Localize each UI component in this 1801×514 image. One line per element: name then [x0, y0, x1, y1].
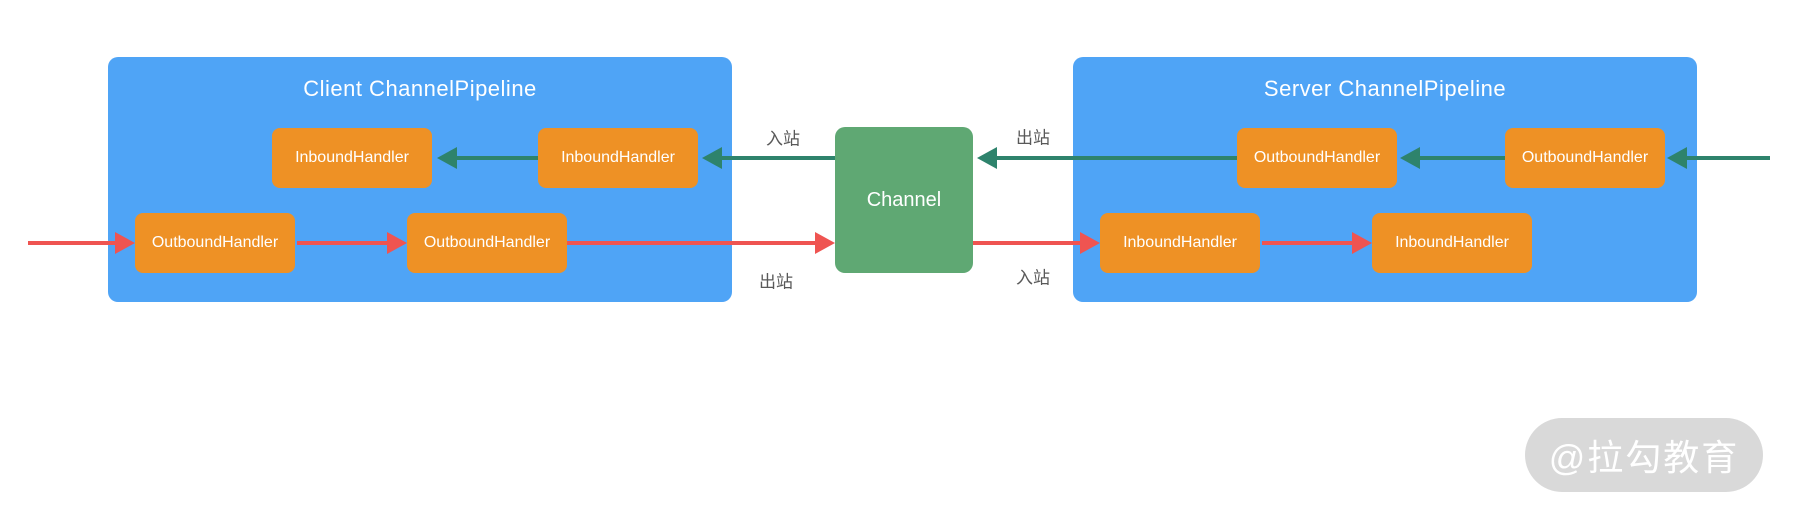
- arrow-server-inbound-1-to-2: [1262, 232, 1372, 254]
- client-pipeline-title: Client ChannelPipeline: [303, 76, 537, 101]
- arrow-into-client-outbound-1: [28, 232, 135, 254]
- server-outbound-label: 出站: [1016, 128, 1050, 148]
- server-outbound-handler-2: OutboundHandler: [1505, 128, 1665, 188]
- server-inbound-handler-1: InboundHandler: [1100, 213, 1260, 273]
- channel-box: Channel: [835, 127, 973, 273]
- arrow-into-server-outbound-2: [1667, 147, 1770, 169]
- client-outbound-handler-1: OutboundHandler: [135, 213, 295, 273]
- arrow-server-outbound-2-to-1: [1400, 147, 1505, 169]
- arrow-client-outbound-1-to-2: [297, 232, 407, 254]
- red-arrow-group: [28, 232, 1372, 254]
- watermark-badge: @拉勾教育: [1525, 418, 1763, 492]
- arrow-channel-to-client-inbound: [702, 147, 835, 169]
- server-outbound-handler-1: OutboundHandler: [1237, 128, 1397, 188]
- server-inbound-label: 入站: [1016, 268, 1050, 288]
- client-inbound-label: 入站: [766, 129, 800, 149]
- client-outbound-label: 出站: [759, 272, 793, 292]
- teal-arrow-group: [437, 147, 1770, 169]
- server-inbound-handler-2: InboundHandler: [1372, 213, 1532, 273]
- arrow-client-outbound-to-channel: [567, 232, 835, 254]
- client-outbound-handler-2: OutboundHandler: [407, 213, 567, 273]
- client-inbound-handler-1: InboundHandler: [272, 128, 432, 188]
- arrow-channel-to-server-inbound: [973, 232, 1100, 254]
- arrow-server-outbound-to-channel: [977, 147, 1237, 169]
- arrow-client-inbound-2-to-1: [437, 147, 538, 169]
- client-inbound-handler-2: InboundHandler: [538, 128, 698, 188]
- server-pipeline-title: Server ChannelPipeline: [1263, 76, 1507, 101]
